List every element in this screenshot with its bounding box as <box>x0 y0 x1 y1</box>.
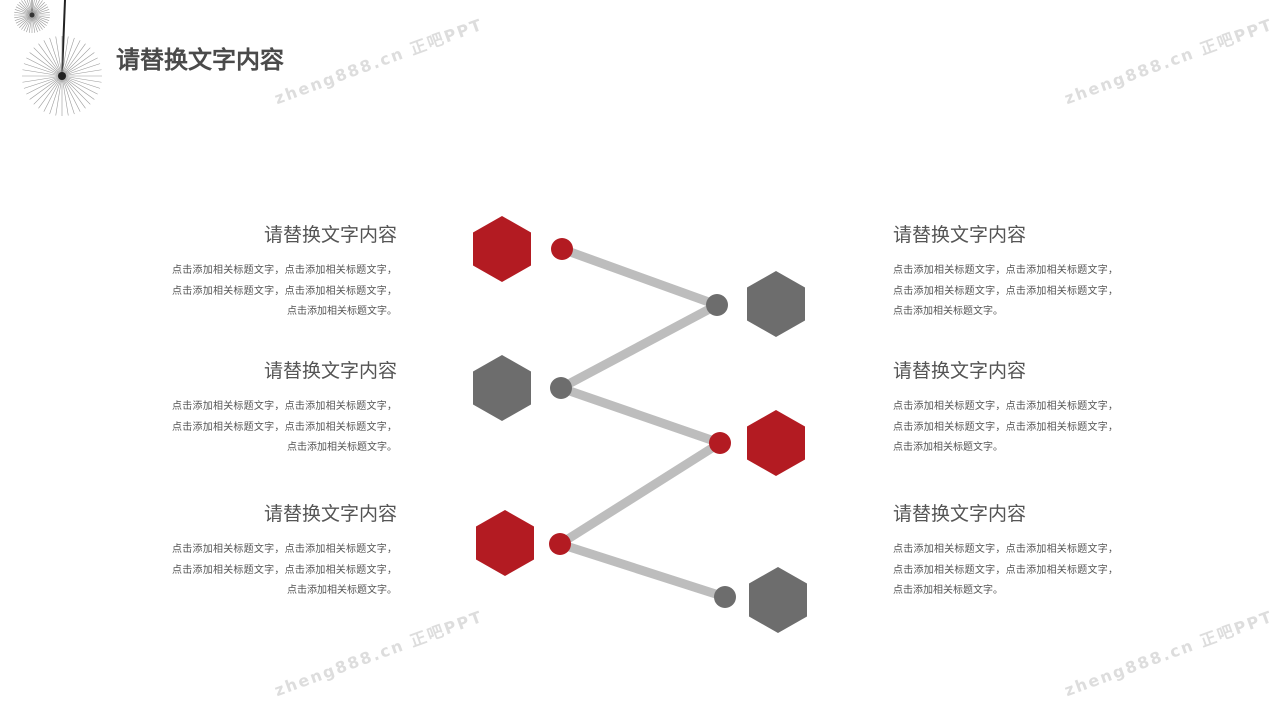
block-body: 点击添加相关标题文字，点击添加相关标题文字，点击添加相关标题文字，点击添加相关标… <box>172 401 397 453</box>
dandelion-decoration <box>14 0 102 116</box>
node-dot <box>706 294 728 316</box>
block-heading: 请替换文字内容 <box>263 503 397 525</box>
text-block: 请替换文字内容 点击添加相关标题文字，点击添加相关标题文字，点击添加相关标题文字… <box>172 220 397 323</box>
node-dot <box>709 432 731 454</box>
connector-line <box>558 301 720 392</box>
block-heading: 请替换文字内容 <box>893 360 1027 382</box>
text-block: 请替换文字内容 点击添加相关标题文字，点击添加相关标题文字，点击添加相关标题文字… <box>172 499 397 602</box>
block-body: 点击添加相关标题文字，点击添加相关标题文字，点击添加相关标题文字，点击添加相关标… <box>893 265 1118 317</box>
connector-line <box>558 539 727 602</box>
block-body: 点击添加相关标题文字，点击添加相关标题文字，点击添加相关标题文字，点击添加相关标… <box>893 401 1118 453</box>
connector-line <box>559 383 722 448</box>
node-dot <box>549 533 571 555</box>
hexagon-icon <box>749 567 807 633</box>
text-block: 请替换文字内容 点击添加相关标题文字，点击添加相关标题文字，点击添加相关标题文字… <box>893 356 1118 459</box>
block-heading: 请替换文字内容 <box>263 360 397 382</box>
block-body: 点击添加相关标题文字，点击添加相关标题文字，点击添加相关标题文字，点击添加相关标… <box>893 544 1118 596</box>
block-heading: 请替换文字内容 <box>263 224 397 246</box>
node-dot <box>714 586 736 608</box>
block-body: 点击添加相关标题文字，点击添加相关标题文字，点击添加相关标题文字，点击添加相关标… <box>172 265 397 317</box>
page-title: 请替换文字内容 <box>116 46 284 74</box>
block-heading: 请替换文字内容 <box>893 503 1027 525</box>
hexagon-icon <box>473 355 531 421</box>
hexagon-icon <box>473 216 531 282</box>
block-body: 点击添加相关标题文字，点击添加相关标题文字，点击添加相关标题文字，点击添加相关标… <box>172 544 397 596</box>
text-block: 请替换文字内容 点击添加相关标题文字，点击添加相关标题文字，点击添加相关标题文字… <box>893 499 1118 602</box>
connector-line <box>557 439 723 548</box>
hexagon-icon <box>747 410 805 476</box>
connector-line <box>560 244 719 310</box>
hexagon-icon <box>476 510 534 576</box>
block-heading: 请替换文字内容 <box>893 224 1027 246</box>
text-block: 请替换文字内容 点击添加相关标题文字，点击添加相关标题文字，点击添加相关标题文字… <box>893 220 1118 323</box>
node-dot <box>550 377 572 399</box>
node-dot <box>551 238 573 260</box>
text-block: 请替换文字内容 点击添加相关标题文字，点击添加相关标题文字，点击添加相关标题文字… <box>172 356 397 459</box>
hexagon-icon <box>747 271 805 337</box>
